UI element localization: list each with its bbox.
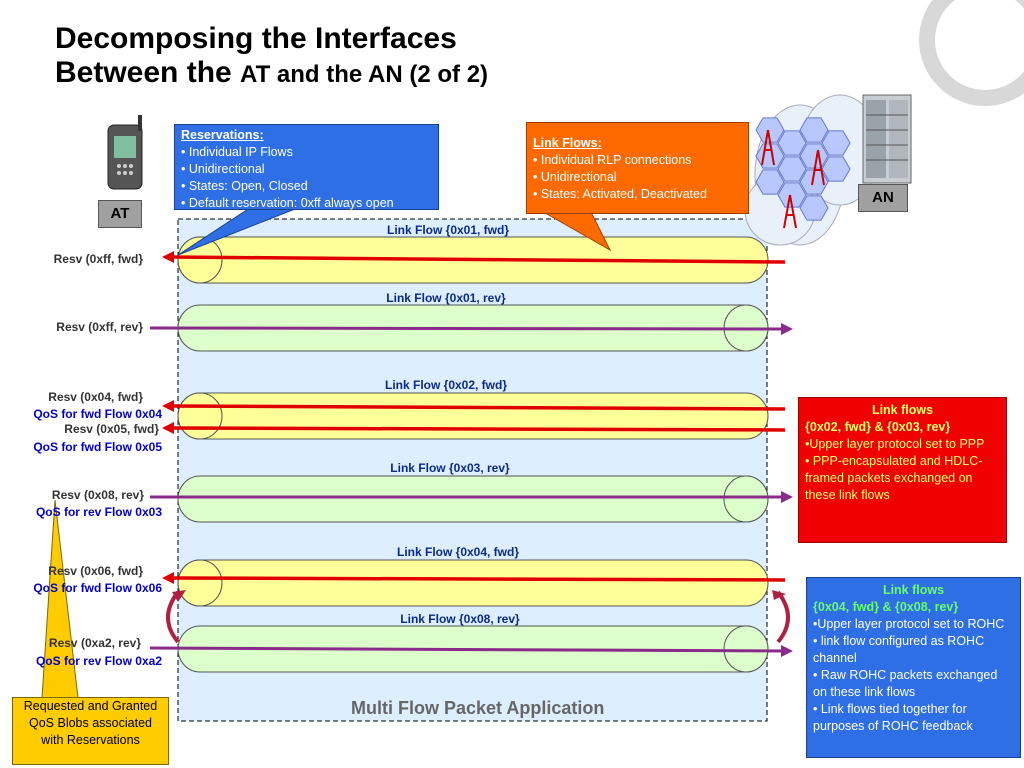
link-flows-callout: Link Flows: • Individual RLP connections… bbox=[526, 122, 749, 214]
link-flow-label: Link Flow {0x03, rev} bbox=[390, 461, 510, 475]
resv-label: Resv (0xff, rev} bbox=[56, 320, 143, 334]
reservations-item: • Default reservation: 0xff always open bbox=[181, 196, 394, 210]
reservations-item: • Individual IP Flows bbox=[181, 145, 293, 159]
qos-label: QoS for fwd Flow 0x04 bbox=[33, 407, 162, 421]
pipe-end-cap bbox=[177, 392, 223, 440]
arrow-head bbox=[162, 400, 174, 412]
link-flows-item: • Unidirectional bbox=[533, 170, 617, 184]
fwd-arrow bbox=[169, 255, 786, 264]
resv-label: Resv (0x05, fwd} bbox=[64, 422, 159, 436]
rev-arrow bbox=[149, 646, 786, 653]
ppp-link-flows-box: Link flows {0x02, fwd} & {0x03, rev} •Up… bbox=[798, 397, 1007, 543]
link-flow-label: Link Flow {0x01, rev} bbox=[386, 291, 506, 305]
cell-hexagon bbox=[777, 156, 807, 182]
link-flow-label: Link Flow {0x04, fwd} bbox=[396, 545, 520, 559]
fwd-arrow bbox=[169, 426, 786, 432]
reservations-item: • States: Open, Closed bbox=[181, 179, 308, 193]
qos-blobs-box: Requested and Granted QoS Blobs associat… bbox=[12, 697, 169, 765]
at-badge: AT bbox=[98, 200, 142, 228]
reservations-item: • Unidirectional bbox=[181, 162, 265, 176]
pipe-end-cap bbox=[177, 559, 223, 607]
rev-arrow bbox=[149, 326, 786, 331]
qos-label: QoS for fwd Flow 0x05 bbox=[33, 440, 162, 454]
link-flow-pipe bbox=[177, 392, 769, 440]
cell-hexagon bbox=[799, 195, 829, 221]
resv-label: Resv (0xa2, rev} bbox=[48, 636, 141, 650]
link-flows-item: • States: Activated, Deactivated bbox=[533, 187, 707, 201]
cell-hexagon bbox=[755, 169, 785, 195]
cell-hexagon bbox=[777, 182, 807, 208]
pipe-end-cap bbox=[723, 625, 769, 673]
qos-label: QoS for rev Flow 0xa2 bbox=[35, 654, 162, 668]
fwd-arrow bbox=[169, 576, 786, 582]
link-flow-pipe bbox=[177, 559, 769, 607]
an-badge: AN bbox=[858, 184, 908, 212]
reservations-heading: Reservations: bbox=[181, 128, 264, 142]
cell-hexagon bbox=[777, 130, 807, 156]
link-flow-label: Link Flow {0x08, rev} bbox=[400, 612, 520, 626]
page-title: Decomposing the Interfaces Between the A… bbox=[55, 22, 488, 95]
resv-label: Resv (0xff, fwd} bbox=[53, 252, 143, 266]
arrow-head bbox=[781, 645, 793, 657]
application-label: Multi Flow Packet Application bbox=[351, 698, 605, 718]
access-network-rack-icon bbox=[862, 94, 912, 184]
rohc-box-item: • link flow configured as ROHC channel bbox=[813, 634, 985, 665]
cell-hexagons-icon bbox=[755, 117, 851, 221]
qos-label: QoS for rev Flow 0x03 bbox=[35, 505, 162, 519]
title-line-1: Decomposing the Interfaces bbox=[55, 22, 457, 55]
link-flows-heading: Link Flows: bbox=[533, 136, 602, 150]
mobile-phone-icon bbox=[107, 115, 143, 190]
rohc-box-heading: Link flows bbox=[882, 583, 945, 597]
link-flow-label: Link Flow {0x02, fwd} bbox=[384, 378, 508, 392]
ppp-box-subheading: {0x02, fwd} & {0x03, rev} bbox=[805, 420, 951, 434]
cell-hexagon bbox=[799, 117, 829, 143]
cell-tower-icon bbox=[761, 129, 825, 229]
pipe-end-cap bbox=[723, 475, 769, 523]
ppp-box-heading: Link flows bbox=[871, 403, 934, 417]
link-flow-pipe bbox=[177, 475, 769, 523]
qos-blob-pointer bbox=[41, 499, 79, 699]
fwd-arrow bbox=[169, 404, 786, 411]
link-flow-label: Link Flow {0x01, fwd} bbox=[386, 223, 510, 237]
ppp-box-item: •Upper layer protocol set to PPP bbox=[805, 437, 985, 451]
resv-label: Resv (0x06, fwd} bbox=[48, 564, 143, 578]
logo-ring-icon bbox=[919, 0, 1024, 106]
title-line-2b: AT and the AN (2 of 2) bbox=[240, 61, 489, 88]
rohc-box-item: •Upper layer protocol set to ROHC bbox=[813, 617, 1005, 631]
resv-label: Resv (0x04, fwd} bbox=[48, 390, 143, 404]
resv-label: Resv (0x08, rev} bbox=[51, 488, 144, 502]
arrow-head bbox=[162, 572, 174, 584]
arrow-head bbox=[162, 251, 174, 263]
ppp-box-item: • PPP-encapsulated and HDLC-framed packe… bbox=[805, 454, 983, 502]
link-flows-item: • Individual RLP connections bbox=[533, 153, 692, 167]
rohc-box-subheading: {0x04, fwd} & {0x08, rev} bbox=[813, 600, 959, 614]
cell-hexagon bbox=[821, 130, 851, 156]
arrow-head bbox=[162, 422, 174, 434]
rohc-feedback-arrow-right bbox=[776, 590, 790, 644]
reservations-callout: Reservations: • Individual IP Flows • Un… bbox=[174, 124, 439, 210]
rohc-box-item: • Link flows tied together for purposes … bbox=[813, 702, 973, 733]
cell-hexagon bbox=[755, 117, 785, 143]
title-line-2a: Between the bbox=[55, 56, 241, 89]
arrow-head bbox=[781, 323, 793, 335]
arrow-head bbox=[781, 491, 793, 503]
rohc-box-item: • Raw ROHC packets exchanged on these li… bbox=[813, 668, 998, 699]
rohc-link-flows-box: Link flows {0x04, fwd} & {0x08, rev} •Up… bbox=[806, 577, 1021, 758]
qos-label: QoS for fwd Flow 0x06 bbox=[33, 581, 162, 595]
